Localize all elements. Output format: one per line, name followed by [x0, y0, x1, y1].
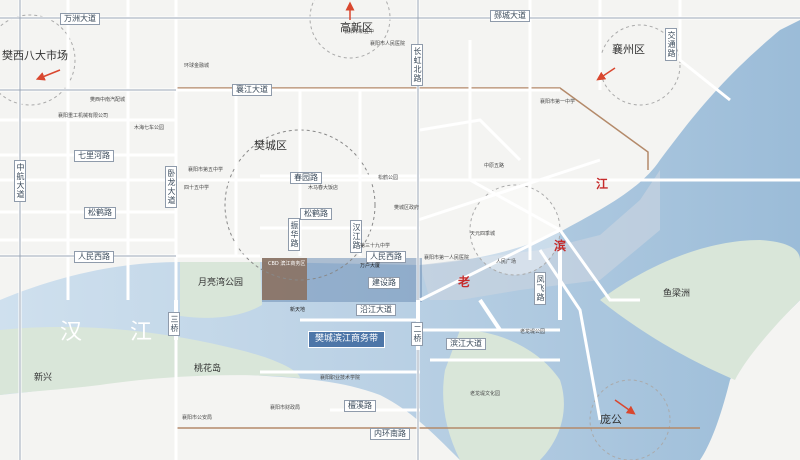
road-hanjiang: 汉江路 [350, 220, 362, 253]
poi-shisanzhong: 第三十九中学 [360, 243, 391, 249]
pangong-circle [589, 379, 671, 460]
road-songhe: 松鹤路 [84, 207, 116, 219]
poi-fanchengzhengfu: 樊城区政府 [394, 205, 420, 211]
red-char-lao: 老 [458, 275, 471, 289]
poi-xinwenzhongxin: 襄阳市新五中 [344, 29, 375, 35]
area-xinxing: 新兴 [34, 373, 53, 383]
poi-laolongdi-wenhua: 老龙堤文化园 [470, 391, 501, 397]
poi-muhaoqiche: 木海七车公园 [134, 125, 165, 131]
fancheng-circle [224, 129, 376, 281]
river-label-han: 汉 [60, 320, 85, 345]
district-gaoxin: 高新区 [340, 21, 373, 34]
poi-huanqiu: 环球金融城 [184, 63, 210, 69]
road-yangtan: 檀溪路 [344, 400, 376, 412]
yueliangwan-island [180, 262, 262, 318]
poi-cbd-1: CBD 滨江商务区 [268, 261, 306, 267]
district-pangong: 庞公 [600, 413, 622, 426]
poi-cbd-2: 万户大厦 [360, 263, 381, 269]
poi-songheyuan: 松鹤公园 [378, 175, 399, 181]
arrow-fanxi [35, 69, 61, 81]
road-xiangjiang: 襄江大道 [232, 84, 272, 96]
poi-xiangyangshi-gongan: 襄阳市公安局 [182, 415, 213, 421]
road-yanjiang: 沿江大道 [356, 304, 396, 316]
arrow-pangong [614, 399, 636, 415]
poi-zhongyuan: 中原五路 [484, 163, 505, 169]
poi-tianyuan: 天元四季城 [470, 231, 496, 237]
district-xiangzhou: 襄州区 [612, 43, 645, 56]
river-label-jiang: 江 [130, 320, 155, 345]
poi-xiangyangshi: 襄阳市第一中学 [540, 99, 576, 105]
road-renmin-west: 人民西路 [74, 251, 114, 263]
cbd-badge[interactable]: 樊城滨江商务带 [308, 331, 386, 348]
district-fanxi-market: 樊西八大市场 [2, 49, 68, 62]
poi-laolongdi: 老龙堤公园 [520, 329, 546, 335]
poi-muwubaiyi: 木马春大饭店 [308, 185, 339, 191]
road-changhong-north: 长虹北路 [411, 44, 423, 86]
road-zhenhua: 振华路 [288, 218, 300, 251]
taohuadao-island [0, 326, 300, 395]
poi-zhongji: 樊西中南汽配城 [90, 97, 126, 103]
poi-cbd-3: 新天地 [290, 307, 306, 313]
road-songhe-east: 松鹤路 [300, 208, 332, 220]
poi-zhiyexueyuan: 襄阳职业技术学院 [320, 375, 361, 381]
road-chunyuan: 春园路 [290, 172, 322, 184]
road-wolong: 卧龙大道 [165, 166, 177, 208]
road-erqiao: 二桥 [411, 322, 423, 346]
cbd-highlight [262, 258, 307, 300]
poi-renmin-square: 人民广场 [496, 259, 517, 265]
road-jianshe: 建设路 [368, 277, 400, 289]
area-yueliangwan: 月亮湾公园 [198, 278, 244, 288]
road-zhonghang: 中航大道 [14, 160, 26, 202]
poi-wujiaying: 襄阳市第五中学 [188, 167, 224, 173]
red-char-bin: 滨 [554, 239, 567, 253]
road-wanzhou: 万洲大道 [60, 13, 100, 25]
poi-hospital: 襄阳市人民医院 [370, 41, 406, 47]
road-sanqiao: 三桥 [168, 312, 180, 336]
road-yinzhou: 郧城大道 [490, 10, 530, 22]
red-char-jiang: 江 [596, 177, 609, 191]
road-qiliyuan: 七里河路 [74, 150, 114, 162]
area-yulianzhou: 鱼梁洲 [663, 289, 691, 299]
road-binjiang: 滨江大道 [446, 338, 486, 350]
poi-xiangyangshi-jiedao: 襄阳市财政局 [270, 405, 301, 411]
xiangzhou-circle [599, 24, 681, 106]
road-jiaotong: 交通路 [665, 28, 677, 61]
yulianzhou-island [600, 240, 800, 380]
poi-sishizhong: 四十五中学 [184, 185, 210, 191]
poi-sanliuyi: 襄阳重工机械有限公司 [58, 113, 109, 119]
district-fancheng: 樊城区 [254, 139, 287, 152]
area-taohuadao: 桃花岛 [194, 364, 222, 374]
fanxi-circle [0, 14, 76, 106]
poi-renminyiyuan: 襄阳市第一人民医院 [424, 255, 470, 261]
binjiang-zone [420, 170, 660, 300]
road-fengfei: 凤飞路 [534, 272, 546, 305]
arrow-xiangzhou [596, 67, 616, 81]
road-neihuannan: 内环南路 [370, 428, 410, 440]
road-renmin-east: 人民西路 [366, 251, 406, 263]
